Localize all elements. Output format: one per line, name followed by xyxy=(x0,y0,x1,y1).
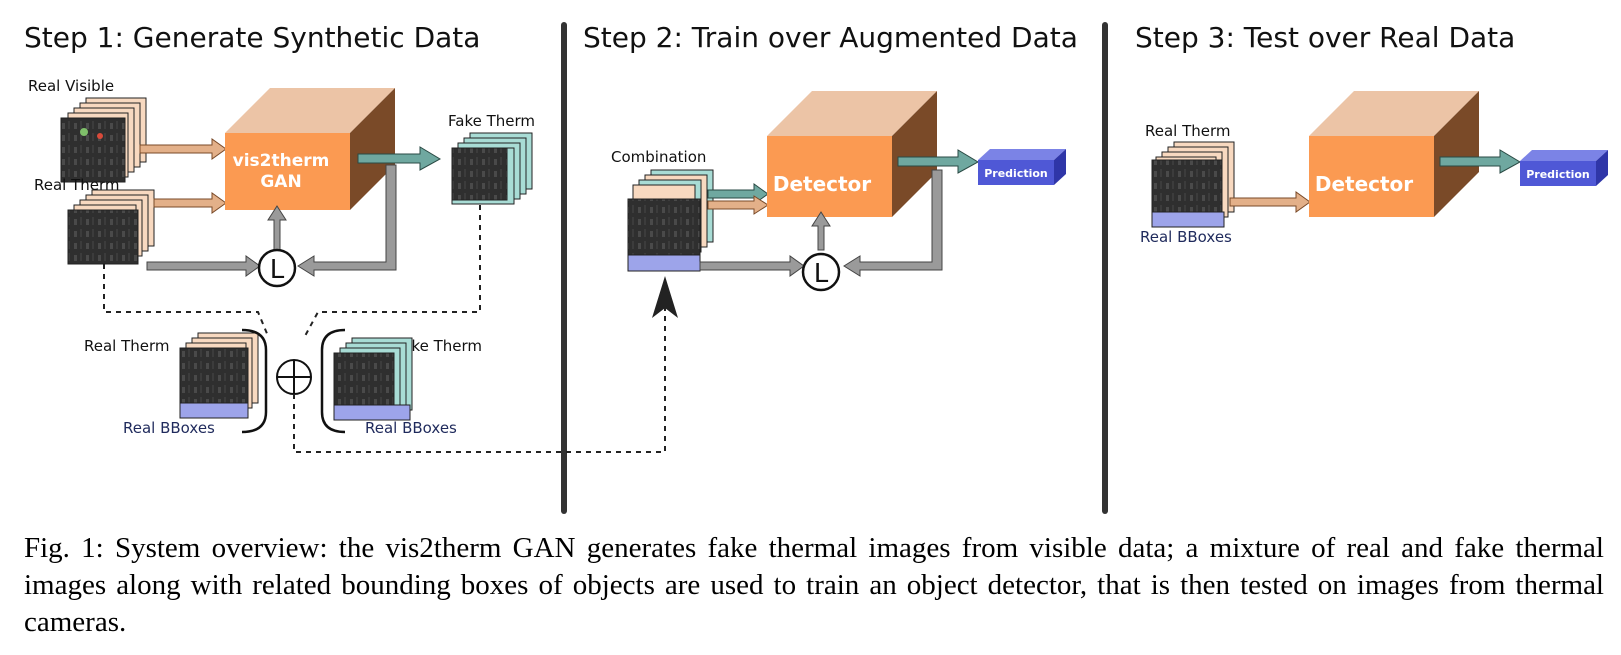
detector-label-step2: Detector xyxy=(773,172,871,196)
arrow-therm-to-gan xyxy=(153,192,227,214)
bracket-right xyxy=(320,328,346,434)
figure-caption: Fig. 1: System overview: the vis2therm G… xyxy=(24,532,1604,638)
bracket-left xyxy=(241,328,268,434)
arrow-gan-to-fake xyxy=(357,146,442,171)
arrow-fake-to-loss xyxy=(297,164,397,277)
real-bboxes-label-step3: Real BBoxes xyxy=(1140,228,1232,246)
loss-node-step1 xyxy=(257,248,297,288)
real-visible-label: Real Visible xyxy=(28,77,114,95)
loss-label-step1: L xyxy=(270,255,285,285)
divider-step2-step3 xyxy=(1102,22,1108,514)
real-therm-bbox-stack xyxy=(179,332,259,419)
loss-node-step2 xyxy=(801,252,841,292)
real-therm-test-stack xyxy=(1151,141,1235,228)
combination-label: Combination xyxy=(611,148,706,166)
prediction-label-step3: Prediction xyxy=(1526,168,1590,181)
step1-heading: Step 1: Generate Synthetic Data xyxy=(24,21,480,54)
fake-therm-bbox-stack xyxy=(333,337,413,421)
arrow-comb-to-detector-teal xyxy=(707,183,769,205)
arrowhead-to-combination xyxy=(652,276,678,318)
real-bboxes-label-mix2: Real BBoxes xyxy=(365,419,457,437)
fake-therm-image-stack xyxy=(451,132,533,205)
dotted-real-to-sum xyxy=(103,264,269,337)
gan-label-line2: GAN xyxy=(260,172,301,192)
system-overview-diagram: Step 1: Generate Synthetic Data Step 2: … xyxy=(24,21,1608,514)
arrow-detector-to-prediction-step3 xyxy=(1439,149,1522,174)
real-therm-image-stack xyxy=(67,189,155,265)
real-therm-label-mix: Real Therm xyxy=(84,337,170,355)
step2-heading: Step 2: Train over Augmented Data xyxy=(583,21,1078,54)
divider-step1-step2 xyxy=(561,22,567,514)
loss-label-step2: L xyxy=(814,259,829,289)
arrow-detector-to-loss xyxy=(843,169,943,277)
gan-label-line1: vis2therm xyxy=(233,151,330,171)
real-bboxes-label-mix1: Real BBoxes xyxy=(123,419,215,437)
fake-therm-label-step1: Fake Therm xyxy=(448,112,535,130)
real-visible-image-stack xyxy=(60,97,147,183)
dotted-fake-to-sum xyxy=(304,205,481,337)
arrow-comb-to-loss xyxy=(699,255,805,277)
arrow-visible-to-gan xyxy=(139,138,227,160)
arrow-comb-to-detector-peach xyxy=(707,195,769,215)
arrow-real-to-loss xyxy=(146,255,261,277)
combination-image-stack xyxy=(627,169,714,272)
fake-therm-label-mix: Fake Therm xyxy=(395,337,482,355)
dotted-sum-to-combination xyxy=(293,300,666,453)
prediction-box-step3: Prediction xyxy=(1520,150,1608,186)
step3-heading: Step 3: Test over Real Data xyxy=(1135,21,1515,54)
detector-label-step3: Detector xyxy=(1315,172,1413,196)
detector-box-step3: Detector xyxy=(1309,91,1479,217)
prediction-label-step2: Prediction xyxy=(984,167,1048,180)
prediction-box-step2: Prediction xyxy=(978,149,1066,185)
vis2therm-gan-box: vis2therm GAN xyxy=(225,88,395,210)
arrow-therm-to-detector-step3 xyxy=(1229,191,1311,213)
real-therm-label-step3: Real Therm xyxy=(1145,122,1231,140)
detector-box-step2: Detector xyxy=(767,91,937,217)
arrow-loss-to-detector xyxy=(811,211,831,251)
arrow-loss-to-gan xyxy=(267,205,287,251)
arrow-detector-to-prediction-step2 xyxy=(897,149,980,174)
